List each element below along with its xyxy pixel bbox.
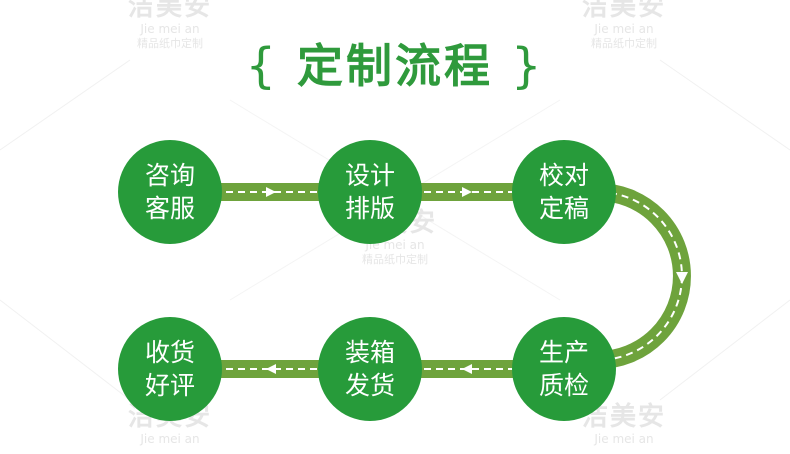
page-title: { 定制流程}: [0, 30, 790, 96]
connector-4-5: [418, 360, 522, 378]
step-production-qc: 生产 质检: [512, 317, 616, 421]
arrow-left-icon: [266, 364, 276, 374]
step-proof-finalize: 校对 定稿: [512, 140, 616, 244]
connector-5-6: [218, 360, 328, 378]
step-line2: 发货: [344, 371, 395, 400]
step-line1: 装箱: [344, 338, 395, 367]
connector-1-2: [218, 183, 328, 201]
connector-3-4: [597, 183, 691, 369]
title-text: 定制流程: [297, 39, 493, 93]
watermark-top-right: 洁美安 Jie mei an 精品纸巾定制: [581, 0, 666, 50]
connector-2-3: [418, 183, 522, 201]
step-consult-service: 咨询 客服: [118, 140, 222, 244]
step-line2: 排版: [344, 194, 395, 223]
step-line1: 设计: [344, 161, 395, 190]
arrow-left-icon: [462, 364, 472, 374]
step-line2: 定稿: [538, 194, 589, 223]
watermark-top-left: 洁美安 Jie mei an 精品纸巾定制: [127, 0, 212, 50]
arrow-down-icon: [676, 272, 688, 284]
step-design-layout: 设计 排版: [318, 140, 422, 244]
step-line2: 质检: [538, 371, 589, 400]
title-close-brace: }: [511, 38, 545, 94]
step-line1: 咨询: [144, 161, 195, 190]
step-line2: 好评: [144, 371, 195, 400]
arrow-right-icon: [266, 187, 276, 197]
step-line1: 生产: [538, 338, 589, 367]
step-line1: 收货: [144, 338, 195, 367]
step-line2: 客服: [144, 194, 195, 223]
title-open-brace: {: [245, 38, 279, 94]
step-pack-ship: 装箱 发货: [318, 317, 422, 421]
step-receive-review: 收货 好评: [118, 317, 222, 421]
step-line1: 校对: [538, 161, 589, 190]
arrow-right-icon: [462, 187, 472, 197]
